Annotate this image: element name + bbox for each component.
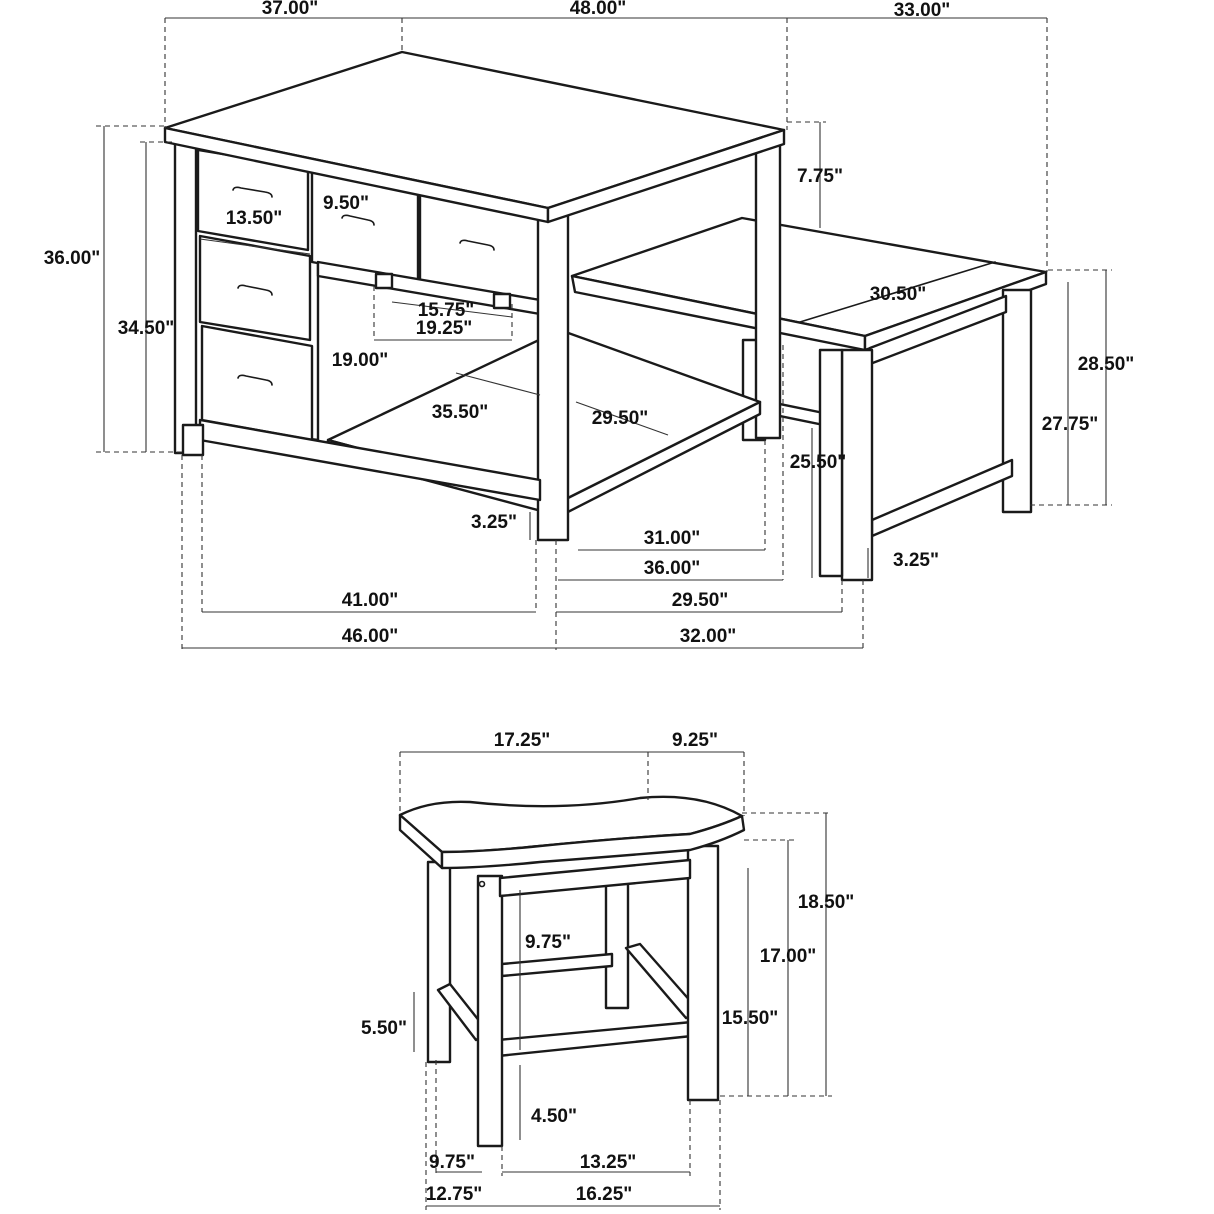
stool-labels: 17.25" 9.25" 18.50" 17.00" 15.50" 9.75" … <box>361 730 854 1205</box>
extension-top-side-edge <box>863 270 1048 352</box>
handle-middle <box>341 214 375 226</box>
label-extension-depth: 33.00" <box>894 0 951 21</box>
label-base-inner-41: 41.00" <box>342 590 399 611</box>
stool-back-leg-right <box>604 868 630 1010</box>
label-body-height: 34.50" <box>118 318 175 339</box>
stool-front-leg-right <box>686 844 720 1102</box>
label-under-extension-clearance: 25.50" <box>790 452 847 473</box>
stool-front-leg-left <box>476 874 504 1148</box>
handle-left-2 <box>237 284 273 296</box>
label-drawer-height-large: 13.50" <box>226 208 283 229</box>
island-table <box>163 50 1048 582</box>
label-top-depth: 37.00" <box>262 0 319 19</box>
label-extension-length: 30.50" <box>870 284 927 305</box>
label-extension-inner-31: 31.00" <box>644 528 701 549</box>
label-front-stretcher-height: 4.50" <box>531 1106 577 1127</box>
table-dimension-lines <box>96 17 1112 650</box>
stool-back-leg-left <box>426 860 452 1064</box>
label-shelf-width: 29.50" <box>592 408 649 429</box>
saddle-stool <box>398 795 746 1148</box>
label-drawer-height-small: 9.50" <box>323 193 369 214</box>
label-shelf-clearance: 19.00" <box>332 350 389 371</box>
stool-front-stretcher <box>496 1020 694 1058</box>
label-stretcher-height-left: 3.25" <box>471 512 517 533</box>
handle-right <box>459 239 495 251</box>
stool-dimension-lines <box>399 751 832 1210</box>
label-stretcher-height-right: 3.25" <box>893 550 939 571</box>
drawer-under-block <box>374 272 394 290</box>
extension-top-seam <box>799 261 996 323</box>
main-front-right-leg <box>536 198 570 542</box>
handle-left-3 <box>237 374 273 386</box>
label-shelf-depth: 35.50" <box>432 402 489 423</box>
label-base-depth-outer: 12.75" <box>426 1184 483 1205</box>
extension-back-leg-right <box>1001 288 1033 514</box>
drawer-under-block-2 <box>492 292 512 310</box>
stool-apron <box>498 858 692 898</box>
label-extension-inner-36: 36.00" <box>644 558 701 579</box>
main-back-leg <box>754 140 782 440</box>
label-base-width-outer: 16.25" <box>576 1184 633 1205</box>
stool-back-stretcher <box>500 952 614 978</box>
label-overall-height: 36.00" <box>44 248 101 269</box>
label-top-to-extension: 7.75" <box>797 166 843 187</box>
label-extension-height: 28.50" <box>1078 354 1135 375</box>
label-seat-depth: 9.25" <box>672 730 718 751</box>
label-top-width: 48.00" <box>570 0 627 19</box>
label-base-depth-inner: 9.75" <box>429 1152 475 1173</box>
label-stool-leg-height: 15.50" <box>722 1008 779 1029</box>
label-base-width-inner: 13.25" <box>580 1152 637 1173</box>
label-base-outer-46: 46.00" <box>342 626 399 647</box>
main-base-foot-left <box>181 423 205 457</box>
label-stretcher-to-seat: 9.75" <box>525 932 571 953</box>
label-seat-width: 17.25" <box>494 730 551 751</box>
stool-bolt <box>478 880 486 888</box>
stool-seat-side <box>440 814 746 870</box>
label-extension-base-29: 29.50" <box>672 590 729 611</box>
table-labels: 37.00" 48.00" 33.00" 36.00" 34.50" 7.75"… <box>44 0 1135 647</box>
label-extension-base-32: 32.00" <box>680 626 737 647</box>
main-top-side-edge <box>546 128 786 224</box>
label-stool-seat-height: 17.00" <box>760 946 817 967</box>
label-inner-width-15: 15.75" <box>418 300 475 321</box>
label-extension-leg-height: 27.75" <box>1042 414 1099 435</box>
extension-side-stretcher <box>870 458 1014 538</box>
label-side-stretcher-height: 5.50" <box>361 1018 407 1039</box>
label-inner-width-19: 19.25" <box>416 318 473 339</box>
label-stool-overall-height: 18.50" <box>798 892 855 913</box>
extension-front-leg-b <box>818 348 844 578</box>
handle-left-1 <box>232 186 273 198</box>
extension-front-leg-a <box>840 348 874 582</box>
